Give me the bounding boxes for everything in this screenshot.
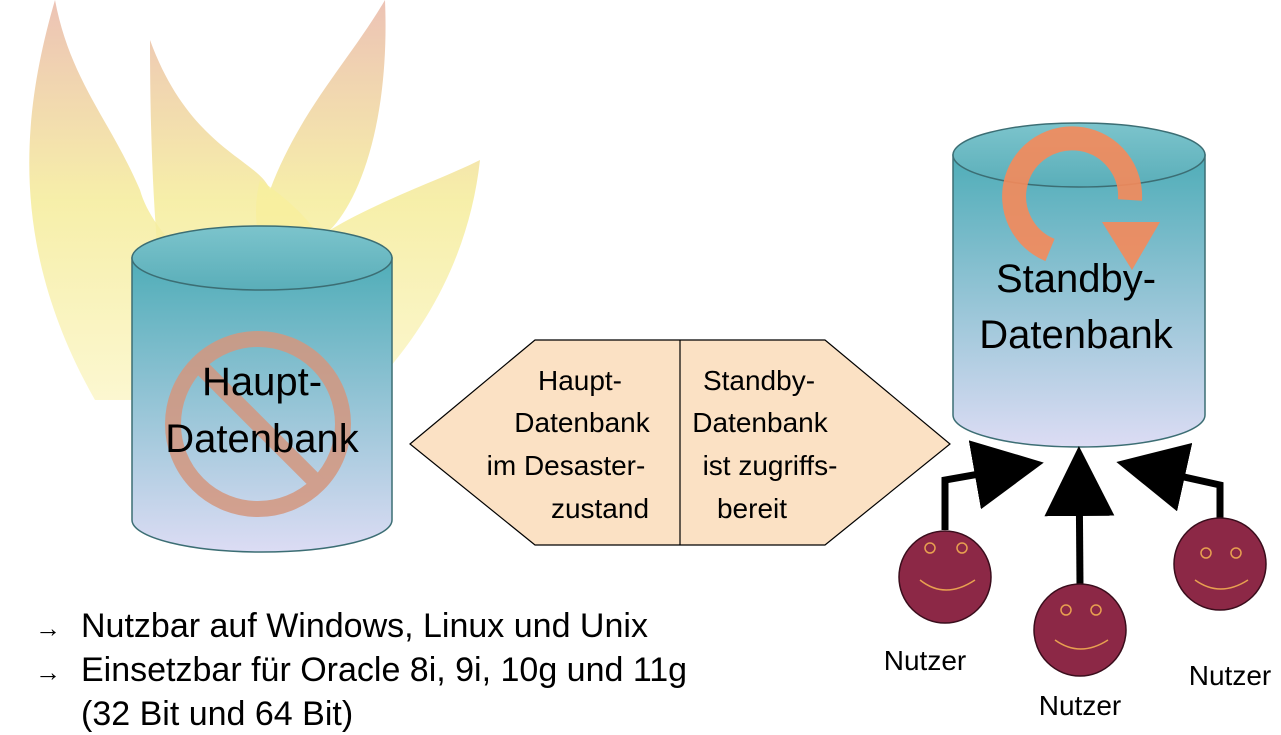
user-center-avatar xyxy=(1033,583,1127,677)
feature-text-2: Einsetzbar für Oracle 8i, 9i, 10g und 11… xyxy=(81,651,688,689)
user-right-label: Nutzer xyxy=(1189,660,1271,691)
main-db-label-line1: Haupt- xyxy=(202,360,322,404)
user-access-arrows xyxy=(941,440,1224,586)
user-right-avatar xyxy=(1173,517,1267,611)
feature-text-1: Nutzbar auf Windows, Linux und Unix xyxy=(81,607,648,645)
feature-list: → Nutzbar auf Windows, Linux und Unix → Ei… xyxy=(35,605,687,735)
status-left-line1: Haupt- xyxy=(538,365,622,396)
feature-text-3: (32 Bit und 64 Bit) xyxy=(81,695,354,733)
feature-item-3: (32 Bit und 64 Bit) xyxy=(35,693,687,735)
status-left-line3: im Desaster- xyxy=(487,450,646,481)
arrow-center-user xyxy=(1044,446,1115,586)
arrow-left-user xyxy=(941,440,1044,530)
status-box xyxy=(409,339,951,546)
user-center-label: Nutzer xyxy=(1039,690,1121,721)
status-left-line4: zustand xyxy=(551,493,649,524)
arrow-bullet-icon: → xyxy=(35,657,61,687)
refresh-icon xyxy=(1002,126,1160,270)
arrow-right-user xyxy=(1116,442,1224,520)
status-right-line3: ist zugriffs- xyxy=(703,450,838,481)
status-right-line2: Datenbank xyxy=(692,407,828,438)
feature-item-1: → Nutzbar auf Windows, Linux und Unix xyxy=(35,605,687,649)
status-right-line1: Standby- xyxy=(703,365,815,396)
status-right-line4: bereit xyxy=(717,493,787,524)
main-db-label-line2: Datenbank xyxy=(165,417,359,461)
feature-item-2: → Einsetzbar für Oracle 8i, 9i, 10g und 1… xyxy=(35,649,687,693)
arrow-bullet-icon: → xyxy=(35,613,61,643)
prohibited-icon xyxy=(165,331,351,517)
user-left-avatar xyxy=(898,530,992,624)
standby-db-label-line2: Datenbank xyxy=(979,313,1173,357)
user-left-label: Nutzer xyxy=(884,645,966,676)
status-left-line2: Datenbank xyxy=(514,407,650,438)
standby-db-label-line1: Standby- xyxy=(996,257,1156,301)
